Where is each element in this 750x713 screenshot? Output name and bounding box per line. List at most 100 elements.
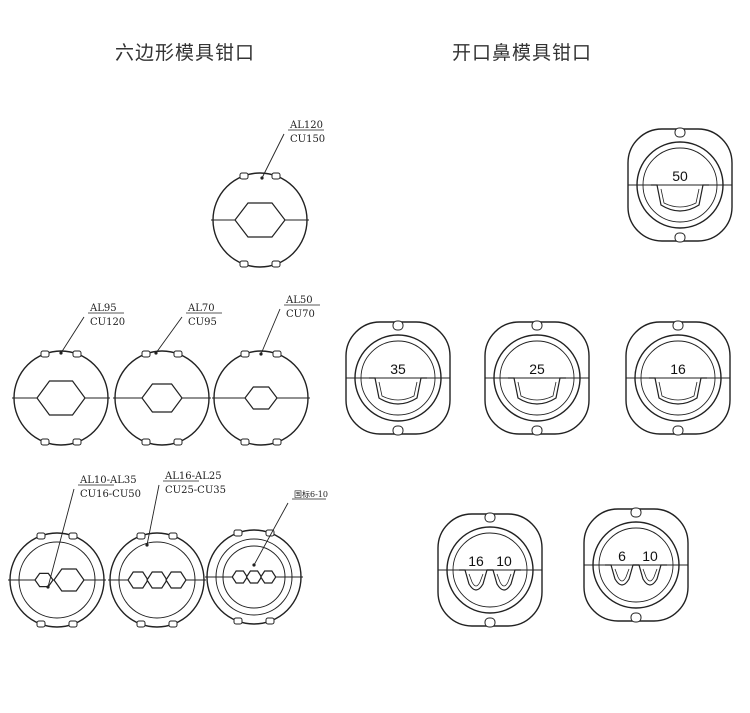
open-nose-cavity-inner <box>642 568 658 582</box>
hex-opening <box>244 386 278 410</box>
notch <box>239 260 249 268</box>
die-size-label: CU70 <box>286 309 315 320</box>
notch <box>240 350 250 358</box>
notch <box>141 350 151 358</box>
die-size-label: AL120 <box>289 120 323 131</box>
open-die-1: 50 <box>627 127 733 243</box>
open-nose-cavity <box>487 569 521 591</box>
notch <box>272 350 282 358</box>
die-size-label: AL70 <box>187 303 215 314</box>
hex-die-group: AL120CU150AL95CU120AL70CU95AL50CU70AL10-… <box>8 120 328 628</box>
heading-hex-dies: 六边形模具钳口 <box>115 42 256 64</box>
open-nose-cavity-inner <box>660 188 700 208</box>
notch <box>674 127 686 138</box>
hex-die-7: 国标6-10 <box>205 489 328 625</box>
notch <box>36 620 46 628</box>
cavity-size-label: 35 <box>390 361 406 377</box>
notch <box>240 438 250 446</box>
notch <box>239 172 249 180</box>
notch <box>271 172 281 180</box>
die-size-label: AL50 <box>285 295 313 306</box>
hex-opening <box>165 571 187 589</box>
notch <box>630 612 642 623</box>
leader-tip <box>145 543 149 547</box>
hex-opening <box>234 202 286 238</box>
open-nose-cavity <box>649 377 707 405</box>
die-size-label: CU95 <box>188 317 217 328</box>
cavity-size-label: 50 <box>672 168 688 184</box>
notch <box>392 425 404 436</box>
notch <box>672 425 684 436</box>
cavity-size-label: 10 <box>642 548 658 564</box>
leader-tip <box>59 351 63 355</box>
hex-opening <box>141 383 183 413</box>
notch <box>484 512 496 523</box>
notch <box>271 260 281 268</box>
open-nose-cavity <box>459 569 493 591</box>
hex-opening <box>245 570 263 584</box>
cavity-size-label: 25 <box>529 361 545 377</box>
hex-opening <box>260 570 277 584</box>
leader-line <box>155 316 183 354</box>
open-nose-cavity <box>369 377 427 405</box>
leader-tip <box>154 351 158 355</box>
die-size-label: CU120 <box>90 317 125 328</box>
inner-ring <box>18 541 96 619</box>
die-size-label: AL95 <box>89 303 117 314</box>
notch <box>630 507 642 518</box>
leader-line <box>146 484 160 546</box>
die-size-label: CU16-CU50 <box>80 489 141 500</box>
cavity-size-label: 16 <box>468 553 484 569</box>
open-die-2: 35 <box>345 320 451 436</box>
notch <box>484 617 496 628</box>
notch <box>141 438 151 446</box>
hex-opening <box>127 571 149 589</box>
leader-tip <box>259 352 263 356</box>
open-nose-cavity <box>605 564 639 586</box>
heading-open-dies: 开口鼻模具钳口 <box>452 42 593 64</box>
notch <box>136 620 146 628</box>
die-size-label: CU25-CU35 <box>165 485 226 496</box>
open-nose-cavity <box>508 377 566 405</box>
leader-line <box>60 316 85 354</box>
inner-ring <box>118 541 196 619</box>
notch <box>233 617 243 625</box>
notch <box>72 350 82 358</box>
leader-tip <box>46 585 50 589</box>
open-die-4: 16 <box>625 320 731 436</box>
cavity-size-label: 16 <box>670 361 686 377</box>
notch <box>531 320 543 331</box>
open-nose-cavity-inner <box>614 568 630 582</box>
notch <box>36 532 46 540</box>
die-size-label: AL10-AL35 <box>79 475 137 486</box>
die-size-label: 国标6-10 <box>294 489 328 499</box>
open-nose-cavity-inner <box>496 573 512 587</box>
notch <box>265 617 275 625</box>
notch <box>173 350 183 358</box>
notch <box>392 320 404 331</box>
open-nose-cavity <box>633 564 667 586</box>
die-size-label: AL16-AL25 <box>164 471 222 482</box>
leader-line <box>47 488 75 588</box>
hex-opening <box>36 380 86 416</box>
cavity-size-label: 6 <box>618 548 626 564</box>
inner-ring <box>215 538 293 616</box>
open-die-6: 6 10 <box>583 507 689 623</box>
cavity-size-label: 10 <box>496 553 512 569</box>
notch <box>233 529 243 537</box>
inner-ring <box>222 545 286 609</box>
notch <box>173 438 183 446</box>
notch <box>72 438 82 446</box>
notch <box>136 532 146 540</box>
notch <box>272 438 282 446</box>
hex-opening <box>53 568 85 592</box>
open-nose-cavity <box>651 184 709 212</box>
